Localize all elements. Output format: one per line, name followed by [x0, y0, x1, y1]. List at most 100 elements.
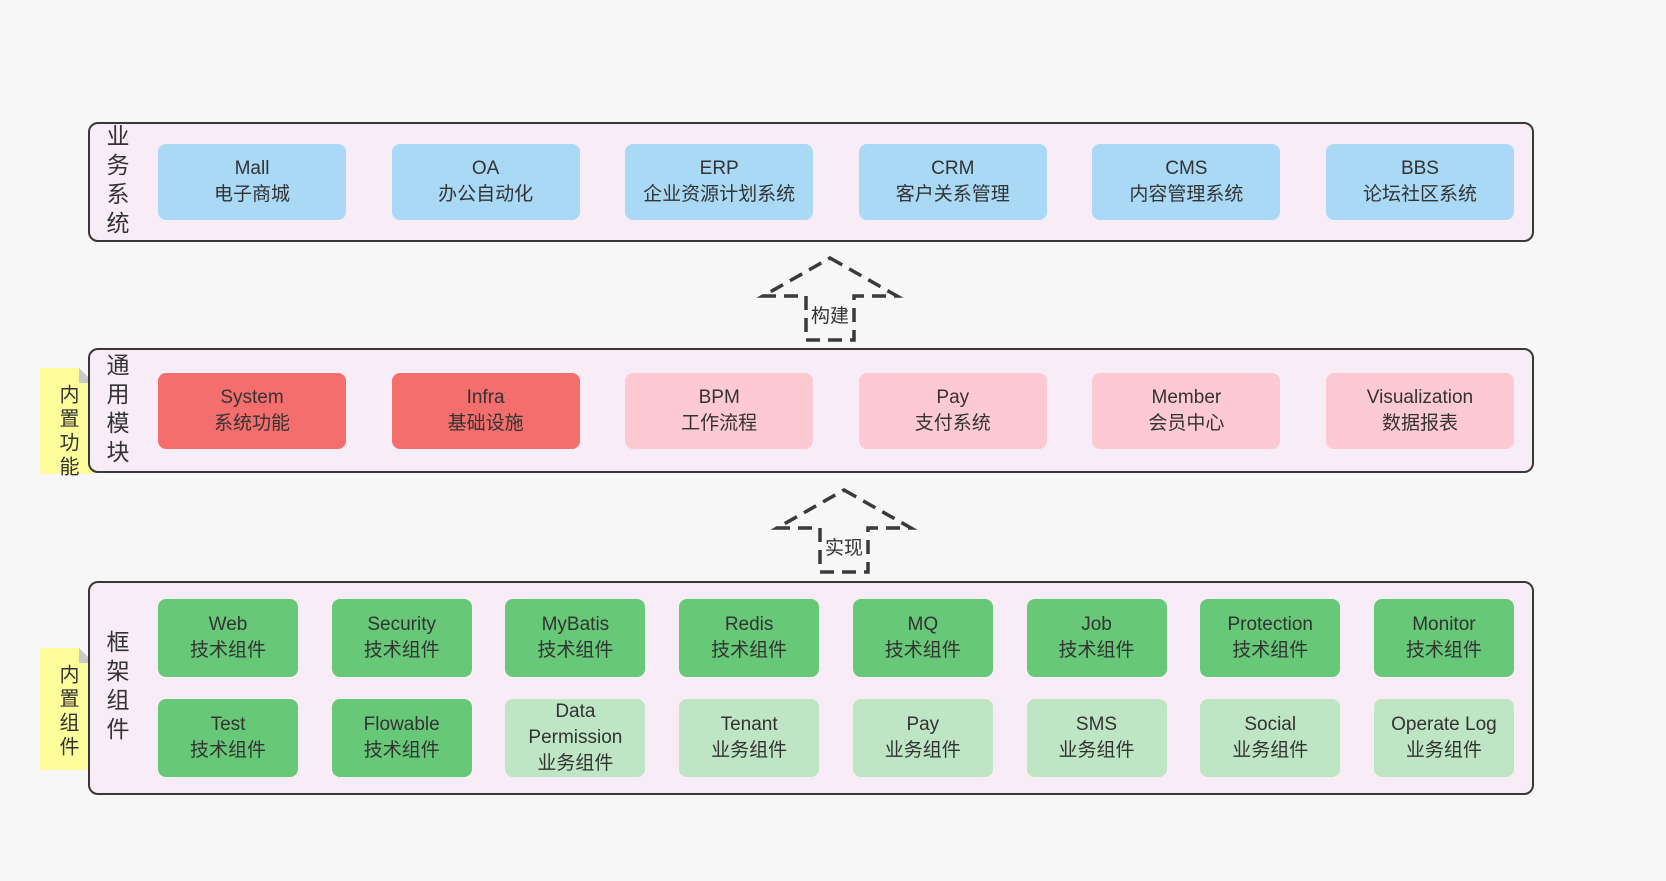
box-protection: Protection 技术组件: [1200, 599, 1341, 677]
box-subtitle: 系统功能: [213, 412, 290, 434]
panel-framework-label: 框架组件: [103, 630, 129, 746]
box-sms: SMS 业务组件: [1026, 699, 1167, 777]
sticky-note-built-in-components: 内置组件: [40, 648, 94, 770]
box-title: Flowable: [363, 714, 440, 735]
box-operate-log: Operate Log 业务组件: [1373, 699, 1514, 777]
box-title: BBS: [1400, 158, 1439, 179]
box-social: Social 业务组件: [1200, 699, 1341, 777]
box-title: Monitor: [1412, 614, 1476, 635]
box-subtitle: 业务组件: [1058, 740, 1135, 761]
box-crm: CRM 客户关系管理: [858, 144, 1047, 220]
box-subtitle: 内容管理系统: [1129, 184, 1244, 205]
panel-business-label: 业务系统: [103, 124, 129, 240]
box-title: Social: [1244, 714, 1297, 735]
box-tenant: Tenant 业务组件: [679, 699, 820, 777]
box-title: Operate Log: [1391, 714, 1497, 735]
box-title: CMS: [1165, 158, 1208, 179]
box-erp: ERP 企业资源计划系统: [625, 144, 814, 220]
box-title: Redis: [724, 614, 774, 635]
arrow-build-up: 构建: [756, 255, 904, 343]
box-title: System: [220, 386, 284, 408]
box-title: Protection: [1227, 614, 1313, 635]
box-title: Member: [1151, 386, 1222, 408]
box-subtitle: 技术组件: [363, 740, 440, 761]
sticky-note-built-in-features: 内置功能: [40, 368, 94, 480]
box-subtitle: 论坛社区系统: [1362, 184, 1477, 205]
box-title: SMS: [1075, 714, 1118, 735]
box-title: OA: [471, 158, 500, 179]
box-system: System 系统功能: [158, 372, 346, 449]
box-subtitle: 技术组件: [189, 740, 266, 761]
dashed-up-arrow-icon: [756, 255, 904, 342]
box-subtitle: 业务组件: [1232, 740, 1309, 761]
box-subtitle: 技术组件: [884, 640, 961, 661]
box-subtitle: 业务组件: [711, 740, 788, 761]
box-subtitle: 技术组件: [189, 640, 266, 661]
box-title: Pay: [906, 714, 940, 735]
box-subtitle: 业务组件: [884, 740, 961, 761]
box-title: Pay: [936, 386, 970, 408]
arrow-implement-label: 实现: [824, 538, 863, 559]
box-subtitle: 办公自动化: [438, 184, 534, 205]
box-title: Security: [367, 614, 437, 635]
box-mybatis: MyBatis 技术组件: [505, 599, 646, 677]
arrow-implement-up: 实现: [770, 487, 918, 575]
box-title: CRM: [931, 158, 975, 179]
box-web: Web 技术组件: [158, 599, 298, 677]
box-subtitle: 支付系统: [914, 412, 991, 434]
box-title: BPM: [698, 386, 740, 408]
box-title: ERP: [699, 158, 739, 179]
box-subtitle: 业务组件: [537, 753, 614, 774]
box-test: Test 技术组件: [158, 699, 298, 777]
box-security: Security 技术组件: [331, 599, 472, 677]
box-subtitle: 技术组件: [1058, 640, 1135, 661]
box-title: MyBatis: [541, 614, 610, 635]
dashed-up-arrow-icon: [770, 487, 918, 574]
sticky-note-label: 内置功能: [56, 384, 78, 480]
box-flowable: Flowable 技术组件: [331, 699, 472, 777]
box-subtitle: 技术组件: [711, 640, 788, 661]
box-subtitle: 技术组件: [537, 640, 614, 661]
box-visualization: Visualization 数据报表: [1325, 372, 1514, 449]
box-title: Visualization: [1366, 386, 1474, 408]
box-bbs: BBS 论坛社区系统: [1325, 144, 1514, 220]
box-job: Job 技术组件: [1026, 599, 1167, 677]
box-subtitle: 业务组件: [1405, 740, 1482, 761]
box-subtitle: 技术组件: [363, 640, 440, 661]
box-infra: Infra 基础设施: [391, 372, 580, 449]
box-title: MQ: [907, 614, 939, 635]
box-subtitle: 企业资源计划系统: [643, 184, 796, 205]
sticky-note-label: 内置组件: [56, 664, 78, 760]
box-title: Test: [210, 714, 246, 735]
box-subtitle: 电子商城: [213, 184, 290, 205]
box-pay: Pay 支付系统: [858, 372, 1047, 449]
box-title: Infra: [466, 386, 505, 408]
box-subtitle: 数据报表: [1381, 412, 1458, 434]
arrow-build-label: 构建: [810, 306, 849, 327]
box-title: Data Permission: [528, 701, 623, 748]
box-title: Web: [208, 614, 248, 635]
box-title: Tenant: [720, 714, 778, 735]
box-mq: MQ 技术组件: [852, 599, 993, 677]
box-cms: CMS 内容管理系统: [1092, 144, 1281, 220]
box-pay-biz: Pay 业务组件: [852, 699, 993, 777]
panel-framework-components: 框架组件 Web 技术组件 Security 技术组件 MyBatis 技术组件 Redis…: [88, 581, 1534, 795]
box-subtitle: 客户关系管理: [895, 184, 1010, 205]
box-title: Job: [1081, 614, 1112, 635]
box-subtitle: 技术组件: [1232, 640, 1309, 661]
panel-modules-label: 通用模块: [103, 352, 129, 469]
box-data-permission: Data Permission 业务组件: [505, 699, 646, 777]
box-oa: OA 办公自动化: [391, 144, 580, 220]
box-subtitle: 基础设施: [447, 412, 524, 434]
